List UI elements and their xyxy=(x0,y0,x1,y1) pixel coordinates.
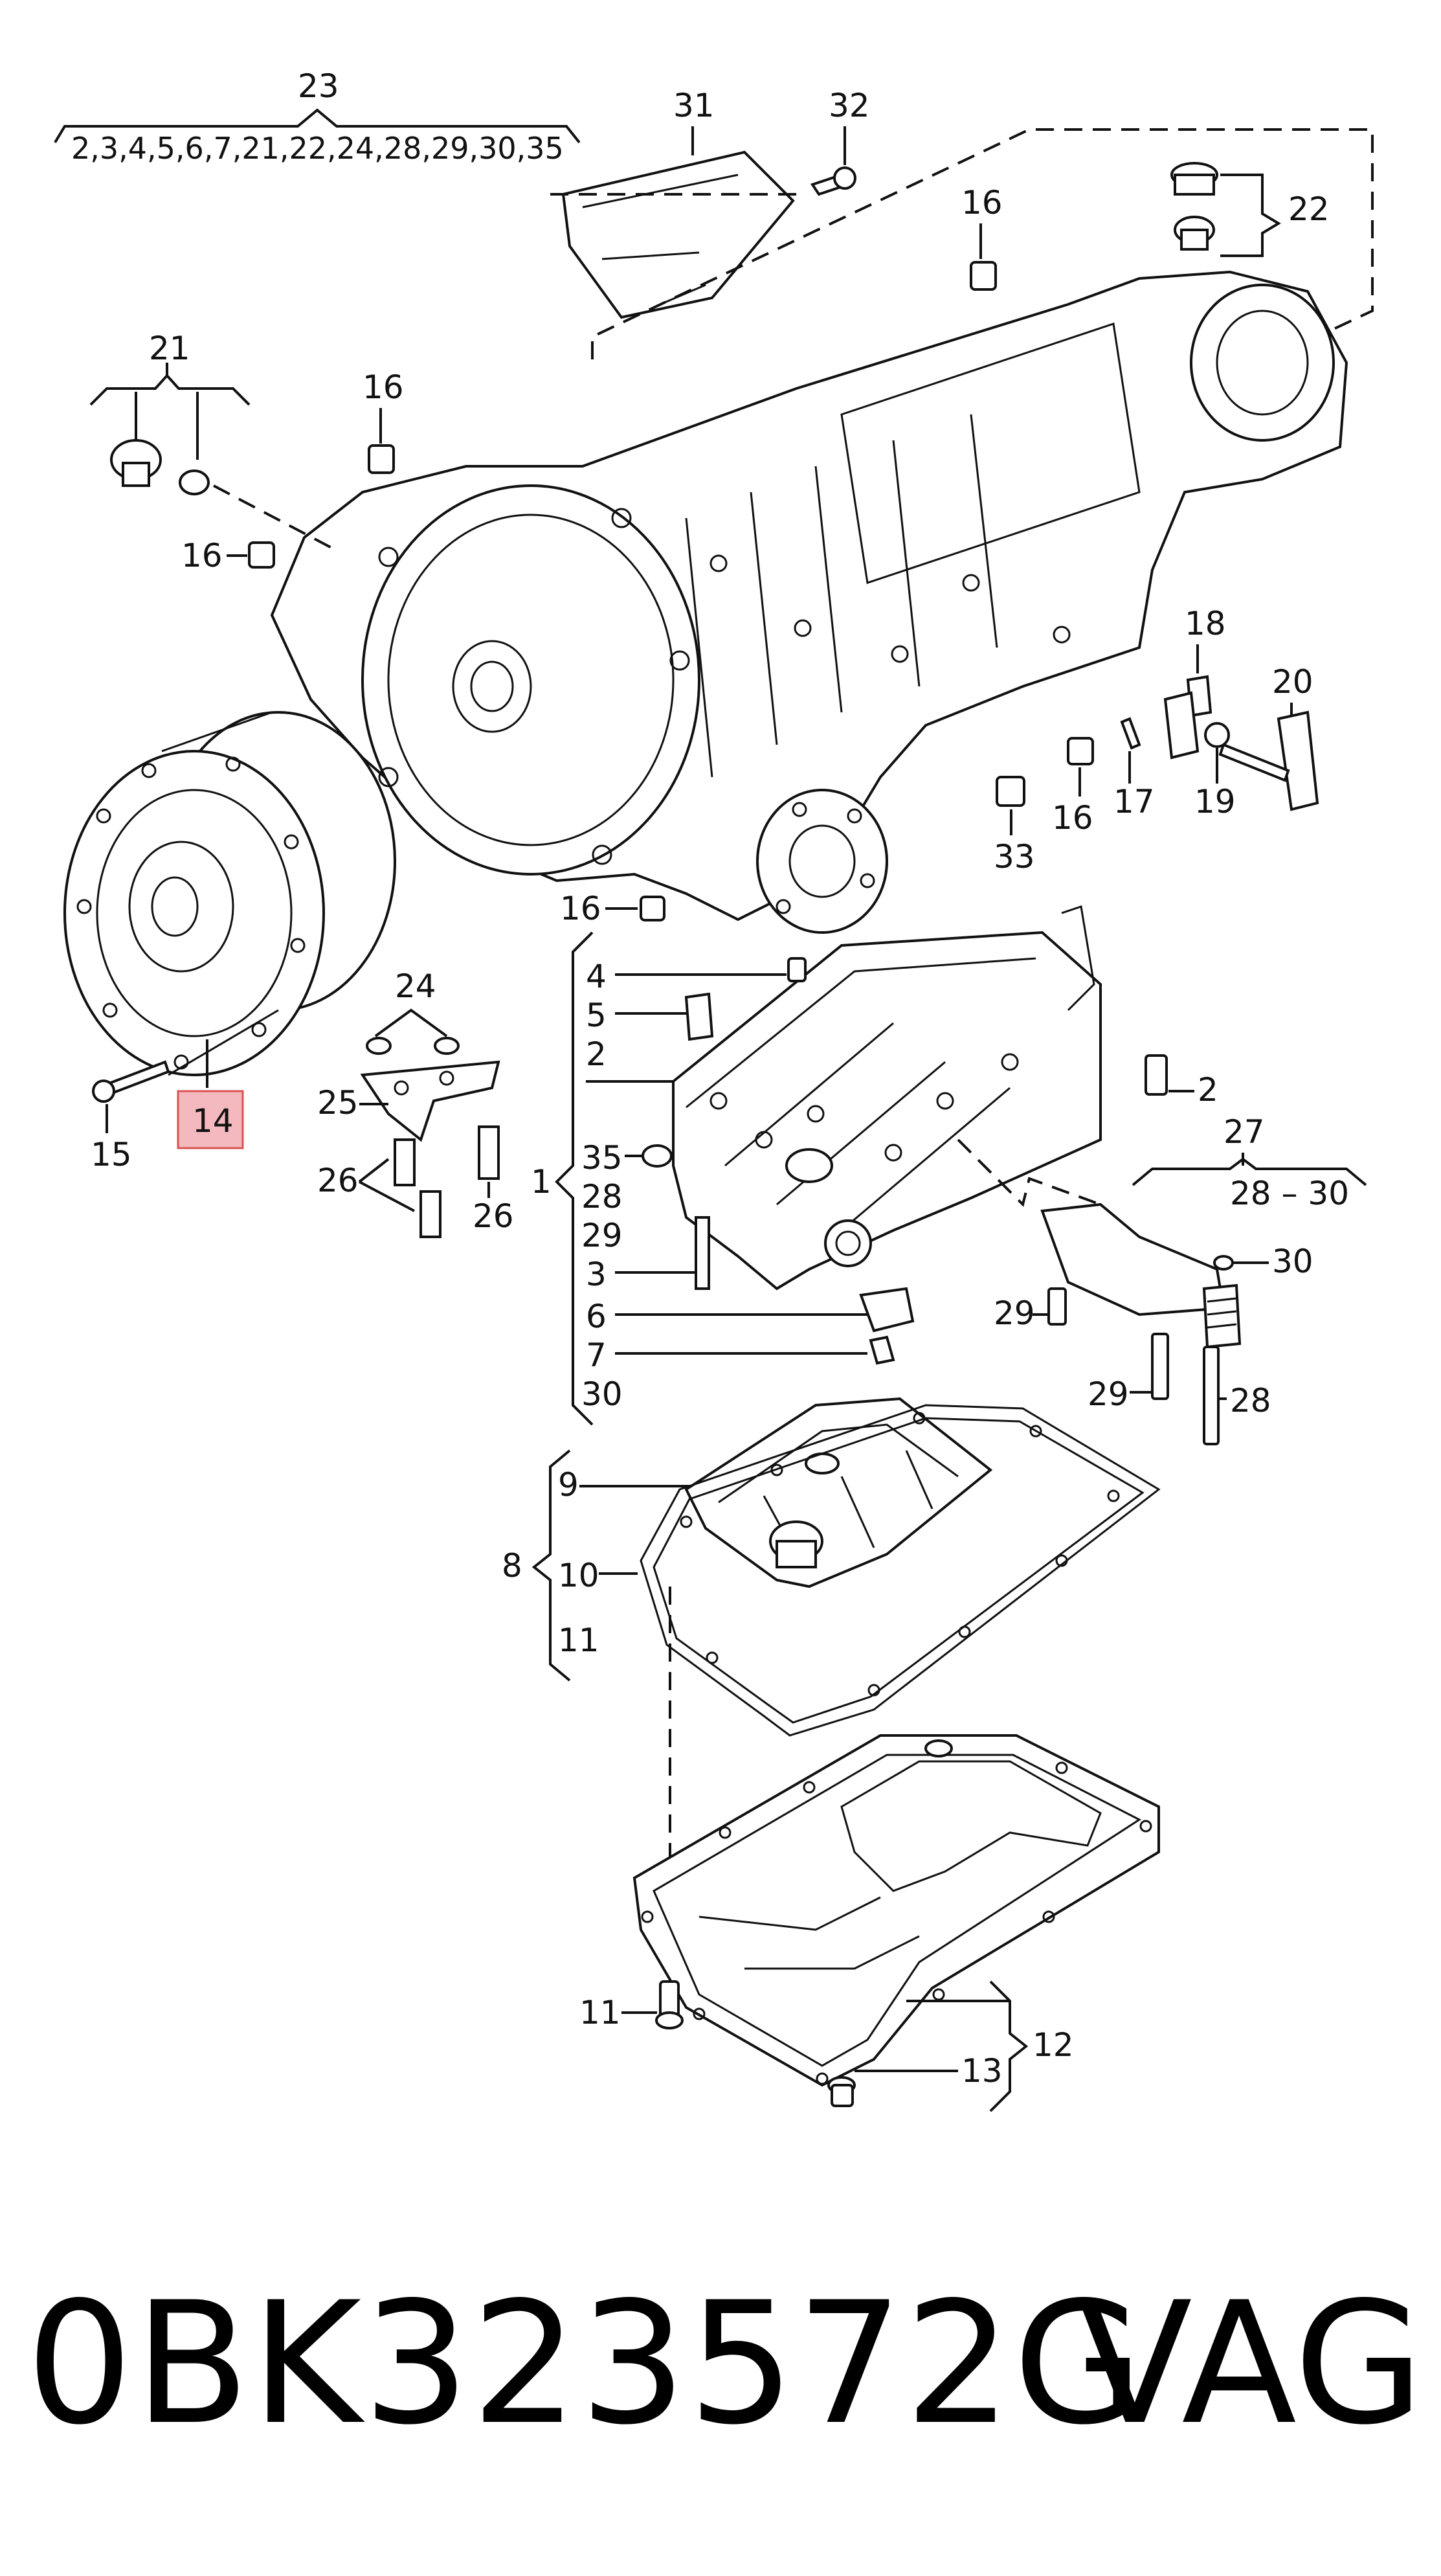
callout-label: 26 xyxy=(317,1162,359,1199)
callout-label: 35 xyxy=(581,1139,623,1177)
callout-label: 30 xyxy=(1272,1243,1313,1280)
callout-label: 32 xyxy=(829,87,870,124)
callout-label: 12 xyxy=(1033,2026,1074,2064)
callout-label: 6 xyxy=(586,1298,607,1335)
screw-2-right: 2 xyxy=(1145,1054,1218,1109)
callout-label: 10 xyxy=(558,1557,599,1594)
callout-label: 8 xyxy=(502,1547,522,1585)
bolt-part-32: 32 xyxy=(810,87,870,196)
callout-label: 29 xyxy=(1088,1375,1129,1413)
callout-label: 18 xyxy=(1185,605,1226,642)
callout-label: 25 xyxy=(317,1084,359,1122)
bracket-group-24-26: 24 25 26 26 xyxy=(317,967,514,1238)
callout-label: 16 xyxy=(181,537,223,574)
callout-label: 2 xyxy=(586,1035,607,1073)
callout-label: 28 xyxy=(581,1178,623,1215)
bolt-15: 15 xyxy=(91,1060,170,1173)
callout-label: 31 xyxy=(673,87,715,124)
screw-16-a: 16 xyxy=(961,184,1003,291)
brand-name: VAG xyxy=(1077,2266,1424,2462)
callout-label: 28 xyxy=(1230,1382,1271,1419)
callout-label: 16 xyxy=(363,368,404,406)
screw-16-e: 16 xyxy=(560,890,665,927)
plug-group-21: 21 xyxy=(89,330,337,552)
callout-label: 23 xyxy=(298,67,339,105)
torque-converter-14: 14 xyxy=(63,711,396,1149)
callout-group-8: 8 9 10 11 xyxy=(502,1449,706,1682)
part-number: 0BK323572G xyxy=(26,2266,1145,2462)
callout-label: 29 xyxy=(994,1294,1035,1332)
callout-group-1: 1 4 5 2 35 28 29 3 6 7 30 xyxy=(531,931,867,1426)
highlight-box xyxy=(177,1090,244,1149)
callout-label: 14 xyxy=(192,1102,234,1140)
callout-label: 2,3,4,5,6,7,21,22,24,28,29,30,35 xyxy=(71,131,564,166)
part-number-footer: 0BK323572G VAG xyxy=(26,2266,1424,2474)
callout-label: 3 xyxy=(586,1256,607,1293)
part-group-27: 27 28 – 30 30 29 29 28 xyxy=(994,1113,1367,1445)
callout-label: 2 xyxy=(1198,1071,1218,1109)
callout-label: 15 xyxy=(91,1136,132,1173)
callout-label: 30 xyxy=(581,1375,623,1413)
part-group-17-20: 18 20 17 19 xyxy=(1113,605,1319,820)
callout-label: 16 xyxy=(1052,799,1093,837)
transmission-housing xyxy=(270,270,1348,934)
cover-part-31: 31 xyxy=(561,87,795,319)
screw-16-b: 16 xyxy=(363,368,404,474)
callout-label: 16 xyxy=(961,184,1003,221)
callout-label: 22 xyxy=(1288,190,1330,228)
callout-label: 5 xyxy=(586,997,607,1034)
callout-label: 19 xyxy=(1194,783,1236,820)
callout-label: 27 xyxy=(1223,1113,1265,1151)
callout-label: 11 xyxy=(579,1994,621,2031)
callout-label: 16 xyxy=(560,890,601,927)
screw-16-d: 16 xyxy=(1052,737,1094,837)
callout-label: 33 xyxy=(994,838,1035,876)
callout-label: 26 xyxy=(473,1197,514,1235)
callout-label: 7 xyxy=(586,1337,607,1374)
screw-33: 33 xyxy=(994,776,1035,876)
callout-label: 29 xyxy=(581,1217,623,1254)
callout-label: 21 xyxy=(149,330,190,367)
callout-label: 4 xyxy=(586,958,607,995)
callout-label: 17 xyxy=(1113,783,1155,820)
screw-16-c: 16 xyxy=(181,537,275,574)
callout-label: 24 xyxy=(395,967,436,1005)
callout-label: 13 xyxy=(961,2052,1003,2090)
callout-label: 1 xyxy=(531,1163,552,1201)
callout-23: 23 2,3,4,5,6,7,21,22,24,28,29,30,35 xyxy=(54,67,581,166)
callout-label: 11 xyxy=(558,1621,599,1659)
screw-11-bottom: 11 xyxy=(579,1980,684,2031)
plug-group-22: 22 xyxy=(1170,162,1330,257)
gasket-10 xyxy=(640,1404,1161,1737)
callout-label: 20 xyxy=(1272,663,1313,701)
callout-group-12: 12 13 xyxy=(827,1980,1074,2112)
oil-pan-12 xyxy=(632,1734,1160,2087)
callout-label: 9 xyxy=(558,1466,579,1504)
oil-filter-9 xyxy=(684,1397,993,1588)
callout-label: 28 – 30 xyxy=(1230,1175,1349,1212)
valve-body xyxy=(642,905,1102,1365)
